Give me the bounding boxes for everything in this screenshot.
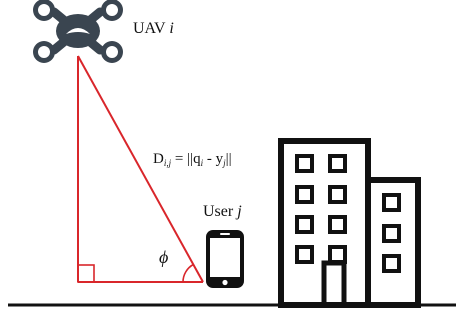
distance-formula: Di,j = ||qi - yj|| — [153, 151, 232, 168]
distance-equals: = ||q — [171, 151, 201, 167]
right-angle-marker — [77, 264, 95, 283]
office-building-icon — [278, 138, 421, 308]
distance-close: || — [225, 151, 232, 167]
quadcopter-icon — [33, 0, 123, 63]
user-name: User — [203, 203, 234, 220]
user-label: User j — [203, 203, 242, 221]
distance-minus: - y — [203, 151, 224, 167]
angle-arc — [182, 263, 194, 283]
angle-label: ϕ — [159, 247, 169, 267]
smartphone-icon — [206, 230, 244, 288]
user-index: j — [237, 203, 242, 220]
uav-name: UAV — [133, 20, 166, 37]
distance-triangle — [77, 55, 204, 283]
y-subscript: j — [223, 158, 226, 168]
distance-symbol: D — [153, 151, 164, 167]
uav-label: UAV i — [133, 20, 174, 38]
uav-index: i — [169, 20, 174, 37]
hypotenuse — [77, 55, 204, 283]
distance-subscript: i,j — [163, 158, 172, 168]
q-subscript: i — [200, 158, 204, 168]
